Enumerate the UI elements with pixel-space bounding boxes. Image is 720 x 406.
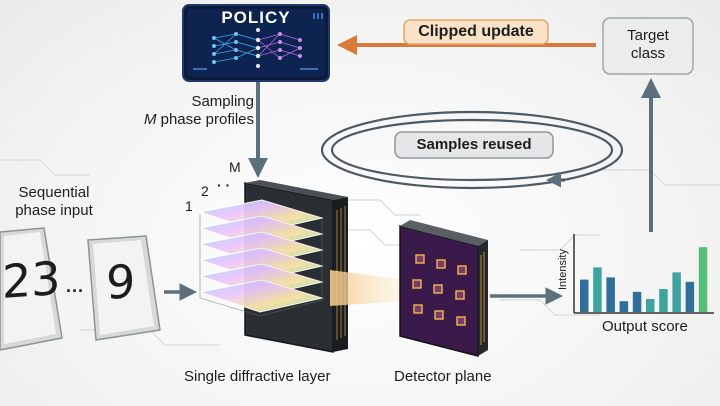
panel-decoration	[193, 13, 323, 70]
output-bar-1	[593, 267, 602, 312]
output-bar-6	[659, 289, 668, 312]
sequential-input-line-1: Sequential	[18, 184, 90, 201]
clipped-update-badge	[403, 19, 549, 45]
input-ellipsis: ···	[66, 281, 84, 301]
samples-reused-badge	[394, 131, 554, 159]
output-bar-3	[619, 301, 629, 312]
sampling-line-2: M phase profiles	[134, 111, 254, 129]
detector-label: Detector plane	[394, 368, 492, 385]
input-digit-23: 23	[2, 250, 61, 310]
output-bar-7	[672, 272, 681, 312]
samples-reused-label: Samples reused	[416, 136, 532, 153]
output-bar-9	[698, 247, 708, 312]
policy-panel	[182, 4, 330, 82]
output-bar-8	[685, 281, 695, 312]
neural-network-icon	[212, 28, 302, 68]
target-class-line-2: class	[630, 45, 666, 62]
single-layer-label: Single diffractive layer	[184, 368, 331, 385]
sampling-line-2-text: phase profiles	[156, 111, 254, 128]
chart-xlabel: Output score	[602, 318, 688, 335]
phase-input-frame-1	[0, 227, 63, 351]
output-bar-5	[646, 299, 655, 312]
diffractive-layer-stack	[198, 180, 348, 353]
target-class-box	[602, 17, 694, 75]
chart-ylabel: Intensity	[557, 249, 569, 290]
detector-region	[412, 254, 467, 326]
sampling-label: Sampling M phase profiles	[134, 93, 254, 129]
output-bar-chart	[573, 234, 714, 314]
layer-index-2: 2	[201, 183, 209, 199]
layer-index-m: M	[229, 159, 241, 175]
target-class-label: Target class	[603, 27, 693, 63]
input-digit-9: 9	[106, 253, 136, 311]
policy-title: POLICY	[221, 8, 291, 27]
output-bar-0	[580, 279, 589, 312]
sampling-m-symbol: M	[143, 111, 157, 128]
phase-input-frame-2	[87, 235, 161, 341]
light-beam	[330, 270, 420, 306]
sequential-input-label: Sequential phase input	[6, 184, 102, 220]
target-class-line-1: Target	[627, 27, 669, 44]
clipped-update-label: Clipped update	[418, 23, 534, 40]
detector-plane	[399, 220, 488, 357]
samples-reused-loop	[320, 110, 624, 190]
layer-index-dots: · ·	[217, 177, 231, 193]
sampling-line-1: Sampling	[191, 93, 254, 110]
layer-index-1: 1	[185, 198, 193, 214]
output-bar-2	[606, 277, 615, 312]
output-bar-4	[632, 291, 642, 312]
sequential-input-line-2: phase input	[15, 202, 93, 219]
